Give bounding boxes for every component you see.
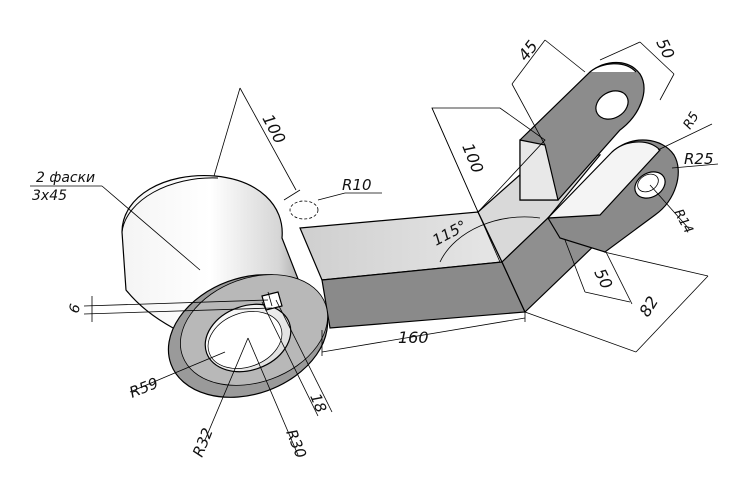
label-r32: R32 [189, 425, 217, 459]
label-r25: R25 [684, 150, 714, 168]
part-body [121, 61, 679, 398]
label-r5: R5 [681, 109, 703, 132]
label-dim-50-top: 50 [652, 35, 678, 62]
label-dim-6: 6 [66, 302, 84, 315]
label-r10: R10 [342, 176, 372, 194]
fillet-r10-marker [289, 200, 319, 220]
label-r59: R59 [127, 374, 161, 402]
label-r30: R30 [282, 427, 310, 461]
label-dim-160: 160 [398, 328, 429, 347]
rear-lug-hole [595, 90, 629, 120]
label-dim-45: 45 [514, 37, 542, 65]
label-chamfer-note-line2: 3x45 [32, 188, 67, 204]
label-r14: R14 [670, 207, 695, 237]
label-dim-50-bottom: 50 [590, 265, 616, 292]
label-dim-100b: 100 [458, 140, 487, 175]
dimension-lines [30, 39, 719, 456]
label-dim-82: 82 [635, 293, 662, 320]
label-dim-18: 18 [306, 391, 330, 415]
label-dim-100: 100 [258, 111, 289, 147]
label-chamfer-note-line1: 2 фаски [36, 170, 95, 186]
keyway-slot [261, 291, 283, 311]
